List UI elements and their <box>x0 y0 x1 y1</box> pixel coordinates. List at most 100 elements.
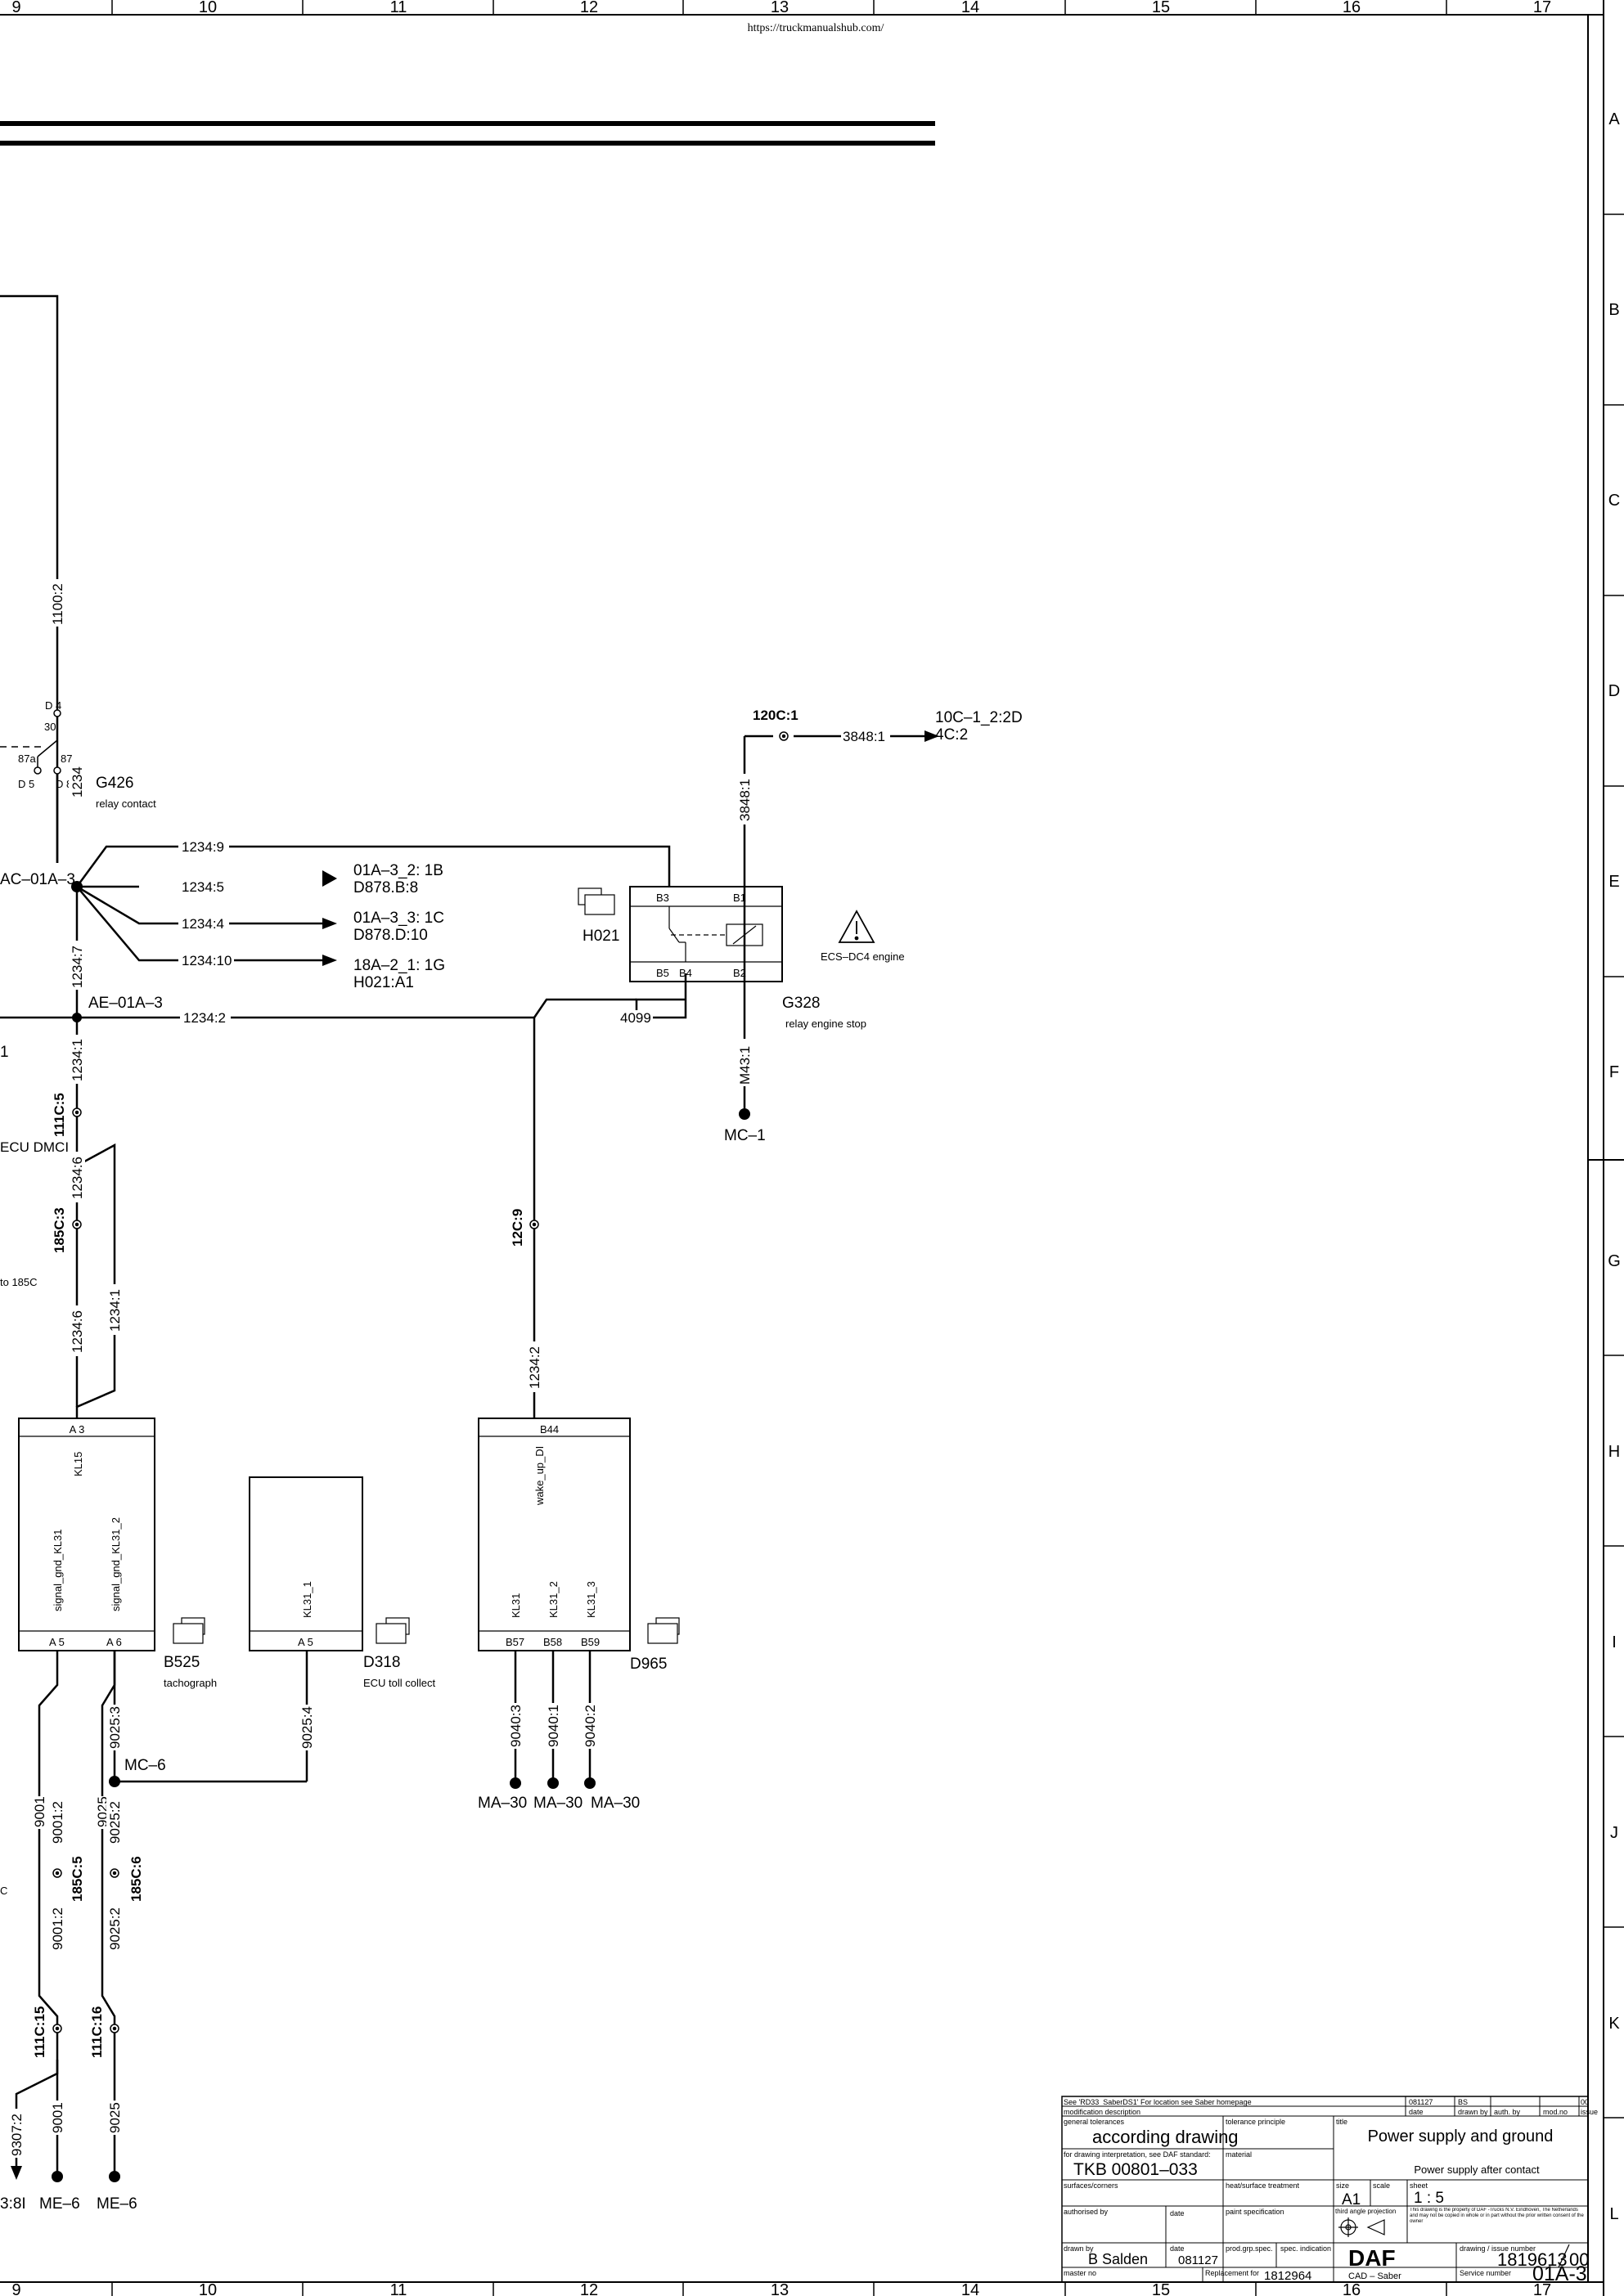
tb-k-specind: spec. indication <box>1280 2244 1331 2253</box>
tb-h-issue: issue <box>1581 2108 1598 2116</box>
column-labels-bottom: 9 10 11 12 13 14 15 16 17 <box>11 2281 1551 2296</box>
col-label: 16 <box>1343 0 1361 16</box>
column-ticks <box>111 0 1447 2296</box>
row-ticks <box>1604 213 1624 2119</box>
col-label: 14 <box>961 0 979 16</box>
g426-pin-87a: 87a <box>18 753 36 765</box>
col-label: 16 <box>1343 2281 1361 2296</box>
tb-v-prop-box: This drawing is the property of DAF -Tru… <box>1410 2208 1584 2224</box>
b525-pin-a3: A 3 <box>70 1423 85 1436</box>
col-label: 13 <box>771 2281 789 2296</box>
g328-pin-b1: B1 <box>733 892 746 904</box>
wire-label: 1234:6 <box>70 1310 85 1353</box>
c-fragment: C <box>0 1885 7 1897</box>
connector-label: 111C:16 <box>89 2006 105 2058</box>
tb-k-drawn: drawn by <box>1064 2244 1094 2253</box>
d965-label: D965 <box>630 1656 667 1673</box>
g328-pin-b2: B2 <box>733 967 746 979</box>
b525-pin-a6: A 6 <box>106 1636 122 1648</box>
wire-label: 9001 <box>32 1796 47 1827</box>
connector-label: 111C:15 <box>32 2006 47 2058</box>
col-label: 9 <box>11 2281 20 2296</box>
wire-label: 1234:5 <box>182 879 224 895</box>
wire-label: 1234:7 <box>70 946 85 988</box>
xref-line: D878.B:8 <box>353 879 418 896</box>
wire-label: 3848:1 <box>843 729 885 744</box>
wire-label: 1234:6 <box>70 1157 85 1199</box>
d965-document-icon <box>647 1617 680 1644</box>
wire-label: 3848:1 <box>737 779 753 821</box>
tb-k-sheet: sheet <box>1410 2181 1428 2190</box>
wire-label: 4099 <box>620 1010 651 1026</box>
ecu-dmci-label: ECU DMCI <box>0 1139 69 1155</box>
col-label: 15 <box>1152 2281 1170 2296</box>
connector-label: 185C:5 <box>70 1856 85 1902</box>
row-label: A <box>1608 110 1620 128</box>
tb-k-tolpr: tolerance principle <box>1226 2118 1285 2126</box>
tb-h-modno: mod.no <box>1543 2108 1568 2116</box>
tb-v-prop: This drawing is the property of DAF -Tru… <box>1410 2208 1584 2224</box>
node-label: MC–1 <box>724 1127 766 1144</box>
title-block-text: See 'RD33_SaberDS1' For location see Sab… <box>1064 2098 1598 2285</box>
g328-pins: B3 B1 B5 B4 B2 <box>656 892 746 979</box>
wire-fragment: 1 <box>0 1044 9 1061</box>
col-label: 12 <box>580 2281 598 2296</box>
tb-k-size: size <box>1336 2181 1349 2190</box>
col-label: 13 <box>771 0 789 16</box>
row-label: L <box>1609 2205 1618 2223</box>
cross-references: 01A–3_2: 1B D878.B:8 01A–3_3: 1C D878.D:… <box>353 709 1023 991</box>
xref-line: 10C–1_2:2D <box>935 709 1023 726</box>
wire-label: 1234:4 <box>182 916 224 932</box>
projection-icon <box>1338 2217 1385 2237</box>
tb-k-prodgrp: prod.grp.spec. <box>1226 2244 1273 2253</box>
col-label: 11 <box>390 2281 407 2296</box>
source-url-link[interactable]: https://truckmanualshub.com/ <box>748 22 884 34</box>
tb-k-paint: paint specification <box>1226 2208 1284 2216</box>
arrows <box>11 730 939 2180</box>
row-label: D <box>1608 682 1620 700</box>
connector-symbols <box>52 731 789 2033</box>
tb-v-cad: CAD – Saber <box>1348 2271 1401 2281</box>
xref-line: 01A–3_2: 1B <box>353 862 443 879</box>
source-url[interactable]: https://truckmanualshub.com/ <box>748 22 884 34</box>
wire-label: 1234:2 <box>183 1010 226 1026</box>
row-label: E <box>1608 873 1619 891</box>
g426-relay-contact <box>0 709 61 863</box>
col-label: 9 <box>11 0 20 16</box>
d965-sig-kl31-3: KL31_3 <box>585 1581 597 1618</box>
wire-label: 9001:2 <box>50 1907 65 1950</box>
d965-pin-b59: B59 <box>581 1636 600 1648</box>
row-labels: A B C D E F G H I J K L <box>1608 110 1621 2223</box>
tb-v-service: 01A-3 <box>1532 2262 1587 2285</box>
g426-pin-87: 87 <box>61 753 72 765</box>
wire-label: 9001 <box>50 2102 65 2133</box>
d965-pin-b58: B58 <box>543 1636 562 1648</box>
tb-v-drawn: B Salden <box>1088 2251 1148 2267</box>
wire-label: 9025:2 <box>107 1907 123 1950</box>
b525-sig-gnd2: signal_gnd_KL31_2 <box>110 1517 122 1611</box>
connector-labels: 120C:1 111C:5 185C:3 12C:9 185C:5 185C:6… <box>32 708 799 2058</box>
wire-label: 9307:2 <box>9 2114 25 2156</box>
tb-v-size: A1 <box>1342 2191 1361 2208</box>
col-label: 17 <box>1533 2281 1551 2296</box>
b525-tachograph <box>18 1418 155 1651</box>
tb-v-interp: TKB 00801–033 <box>1073 2160 1198 2179</box>
g426-pin-d4: D 4 <box>45 699 61 712</box>
tb-k-service: Service number <box>1460 2269 1511 2277</box>
tb-slash <box>1558 2244 1570 2268</box>
tb-k-date: date <box>1170 2209 1185 2217</box>
col-label: 17 <box>1533 0 1551 16</box>
node-label: MA–30 <box>478 1795 527 1812</box>
row-label: C <box>1608 492 1620 510</box>
row-label: I <box>1612 1633 1617 1651</box>
d318-document-icon <box>376 1617 410 1644</box>
wire-label: 1234:1 <box>70 1039 85 1081</box>
col-label: 14 <box>961 2281 979 2296</box>
wire-label: 1234:2 <box>527 1346 542 1389</box>
connector-label: 185C:3 <box>52 1207 67 1253</box>
wire-label: 1234:10 <box>182 953 232 968</box>
tb-note-date: 081127 <box>1409 2098 1433 2106</box>
tb-v-logo: DAF <box>1348 2245 1396 2271</box>
row-label: J <box>1610 1824 1618 1842</box>
wire-label: 9025:3 <box>107 1706 123 1749</box>
